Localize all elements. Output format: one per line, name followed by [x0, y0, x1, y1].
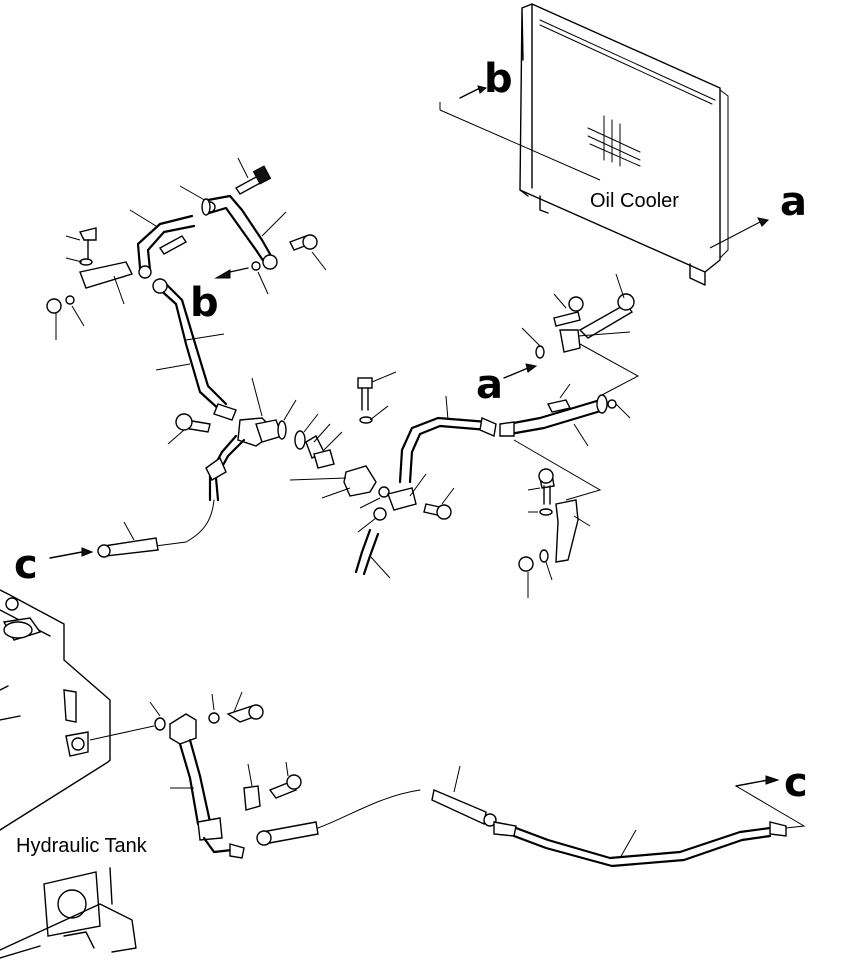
marker-b-top: b	[484, 56, 513, 102]
oil-cooler	[439, 3, 770, 286]
marker-a-right: a	[780, 179, 807, 225]
marker-b-mid: b	[190, 280, 219, 326]
lower-hose-assembly	[149, 691, 806, 868]
hose-to-c	[49, 521, 159, 559]
marker-c-right: c	[784, 760, 808, 806]
hydraulic-tank-label: Hydraulic Tank	[16, 835, 148, 857]
bolt-icon	[234, 165, 272, 195]
marker-c-left: c	[14, 542, 38, 588]
upper-left-assembly	[46, 157, 327, 445]
center-valve-block	[139, 371, 497, 579]
oil-cooler-label: Oil Cooler	[590, 190, 679, 212]
marker-a-mid: a	[476, 362, 503, 408]
right-assembly	[499, 273, 640, 598]
hydraulic-tank	[0, 589, 155, 959]
